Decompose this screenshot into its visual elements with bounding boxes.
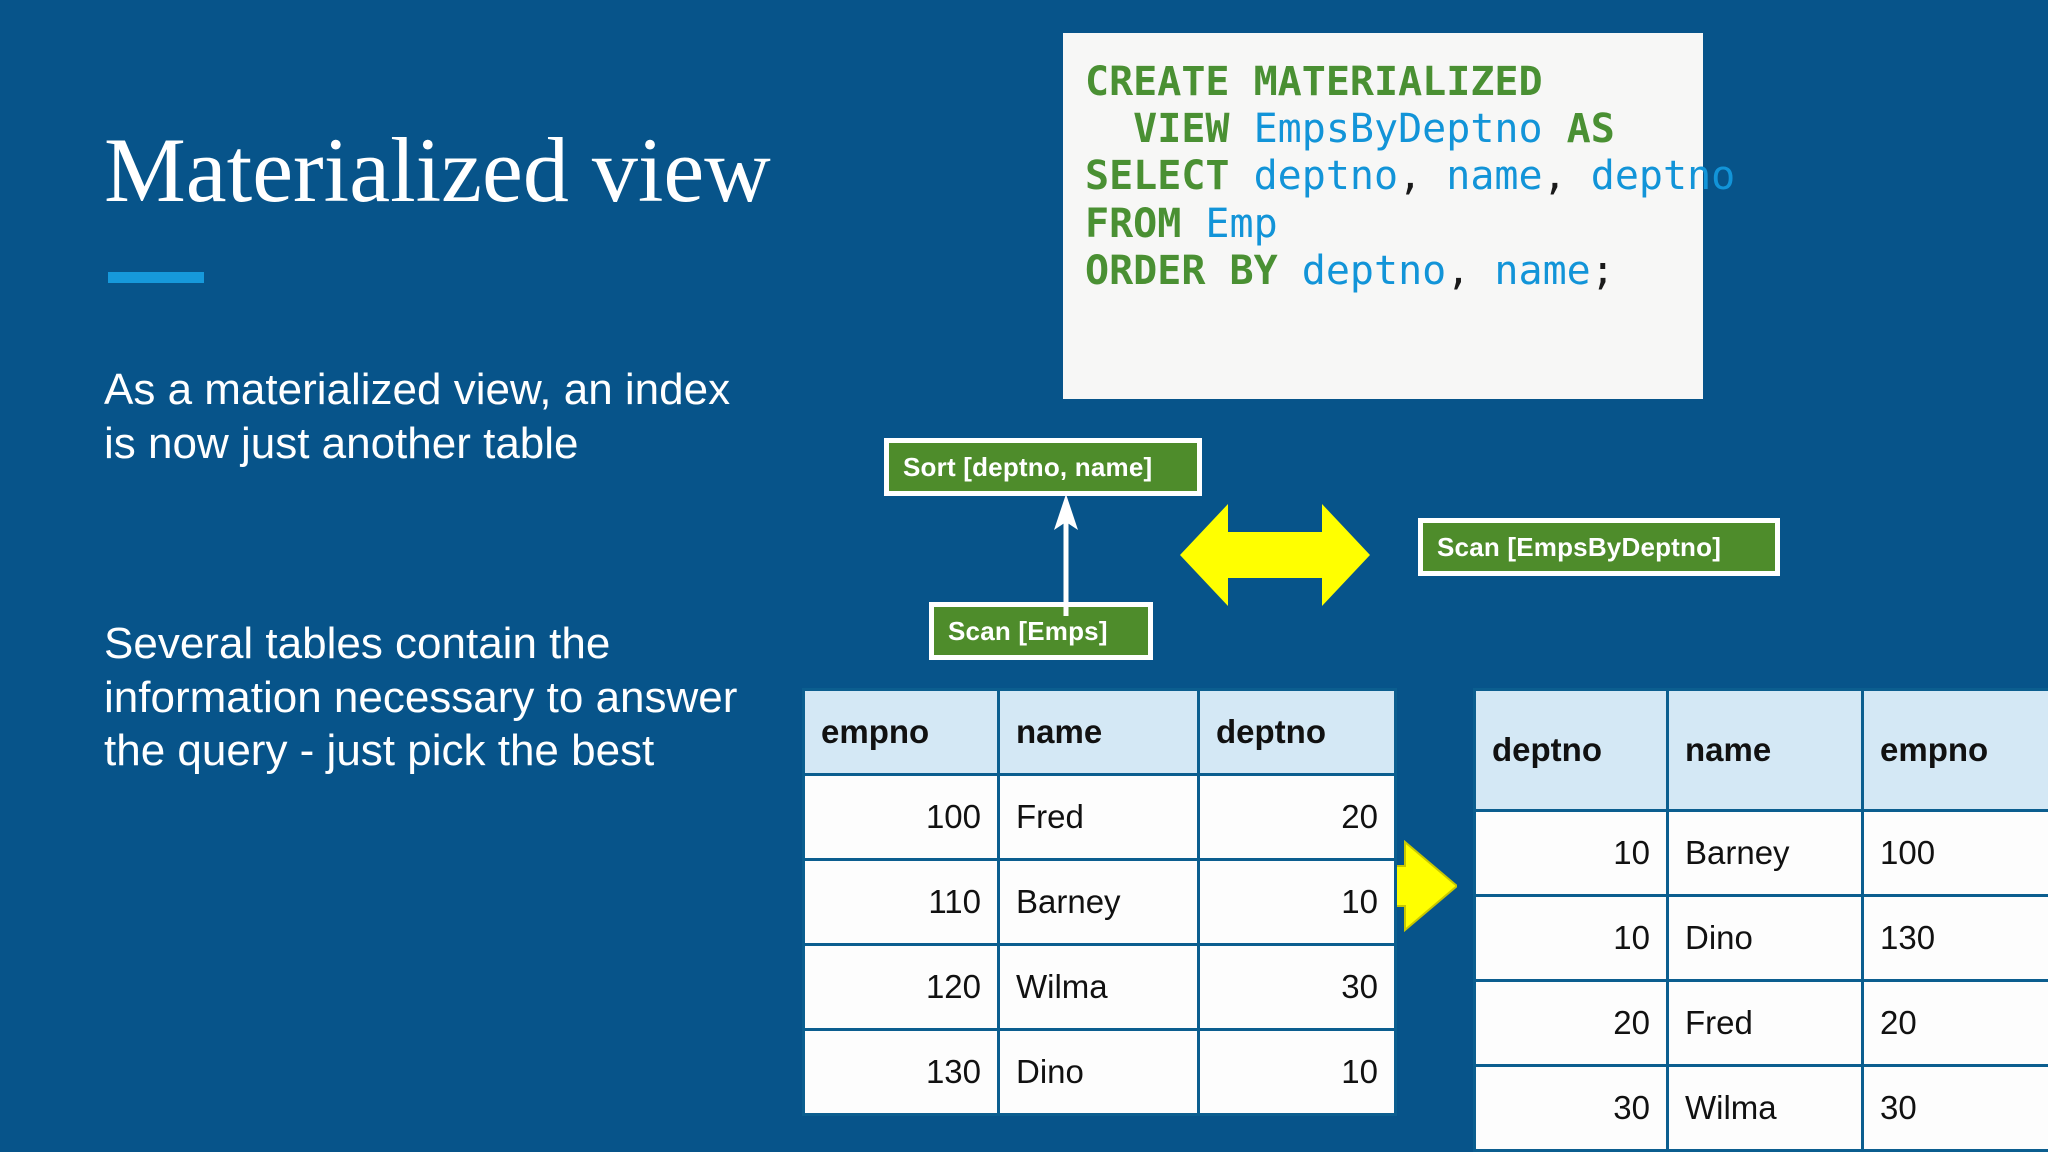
cell-deptno: 10 xyxy=(1197,858,1397,946)
equivalence-double-arrow-icon xyxy=(1180,504,1370,606)
cell-empno: 130 xyxy=(1861,894,2048,982)
cell-empno: 100 xyxy=(802,773,1000,861)
column-header-deptno: deptno xyxy=(1473,688,1669,812)
cell-deptno: 30 xyxy=(1473,1064,1669,1152)
cell-deptno: 20 xyxy=(1473,979,1669,1067)
cell-empno: 30 xyxy=(1861,1064,2048,1152)
plan-node-scan-emps[interactable]: Scan [Emps] xyxy=(929,602,1153,660)
cell-name: Barney xyxy=(1666,809,1864,897)
table-row: 30 Wilma 30 xyxy=(1473,1064,2048,1152)
page-title: Materialized view xyxy=(104,119,771,221)
plan-node-sort[interactable]: Sort [deptno, name] xyxy=(884,438,1202,496)
cell-deptno: 10 xyxy=(1473,809,1669,897)
plan-node-scan-empsbydeptno[interactable]: Scan [EmpsByDeptno] xyxy=(1418,518,1780,576)
column-header-name: name xyxy=(1666,688,1864,812)
cell-name: Fred xyxy=(1666,979,1864,1067)
plan-connector-arrow-icon xyxy=(1054,494,1078,616)
body-paragraph-1: As a materialized view, an index is now … xyxy=(104,365,731,468)
cell-name: Fred xyxy=(997,773,1200,861)
plan-node-scan-empsbydeptno-label: Scan [EmpsByDeptno] xyxy=(1437,531,1722,562)
column-header-empno: empno xyxy=(1861,688,2048,812)
column-header-deptno: deptno xyxy=(1197,688,1397,776)
column-header-name: name xyxy=(997,688,1200,776)
title-accent-bar xyxy=(108,272,204,283)
table-header-row: empno name deptno xyxy=(802,688,1397,776)
sql-code-text: CREATE MATERIALIZED VIEW EmpsByDeptno AS… xyxy=(1085,59,1736,294)
table-emps: empno name deptno 100 Fred 20 110 Barney… xyxy=(802,688,1397,1116)
plan-node-sort-label: Sort [deptno, name] xyxy=(903,451,1153,482)
table-row: 10 Dino 130 xyxy=(1473,894,2048,982)
cell-empno: 20 xyxy=(1861,979,2048,1067)
table-header-row: deptno name empno xyxy=(1473,688,2048,812)
column-header-empno: empno xyxy=(802,688,1000,776)
cell-empno: 130 xyxy=(802,1028,1000,1116)
table-empsbydeptno: deptno name empno 10 Barney 100 10 Dino … xyxy=(1473,688,2048,1152)
cell-deptno: 10 xyxy=(1197,1028,1397,1116)
cell-name: Wilma xyxy=(997,943,1200,1031)
table-row: 110 Barney 10 xyxy=(802,858,1397,946)
sql-code-block: CREATE MATERIALIZED VIEW EmpsByDeptno AS… xyxy=(1063,33,1736,399)
table-row: 10 Barney 100 xyxy=(1473,809,2048,897)
cell-deptno: 20 xyxy=(1197,773,1397,861)
body-paragraph-2: Several tables contain the information n… xyxy=(104,619,738,776)
table-row: 100 Fred 20 xyxy=(802,773,1397,861)
plan-node-scan-emps-label: Scan [Emps] xyxy=(948,615,1108,646)
cell-deptno: 30 xyxy=(1197,943,1397,1031)
cell-name: Wilma xyxy=(1666,1064,1864,1152)
cell-name: Dino xyxy=(997,1028,1200,1116)
cell-name: Barney xyxy=(997,858,1200,946)
cell-empno: 120 xyxy=(802,943,1000,1031)
cell-deptno: 10 xyxy=(1473,894,1669,982)
table-row: 130 Dino 10 xyxy=(802,1028,1397,1116)
cell-empno: 100 xyxy=(1861,809,2048,897)
table-row: 120 Wilma 30 xyxy=(802,943,1397,1031)
table-row: 20 Fred 20 xyxy=(1473,979,2048,1067)
cell-name: Dino xyxy=(1666,894,1864,982)
cell-empno: 110 xyxy=(802,858,1000,946)
